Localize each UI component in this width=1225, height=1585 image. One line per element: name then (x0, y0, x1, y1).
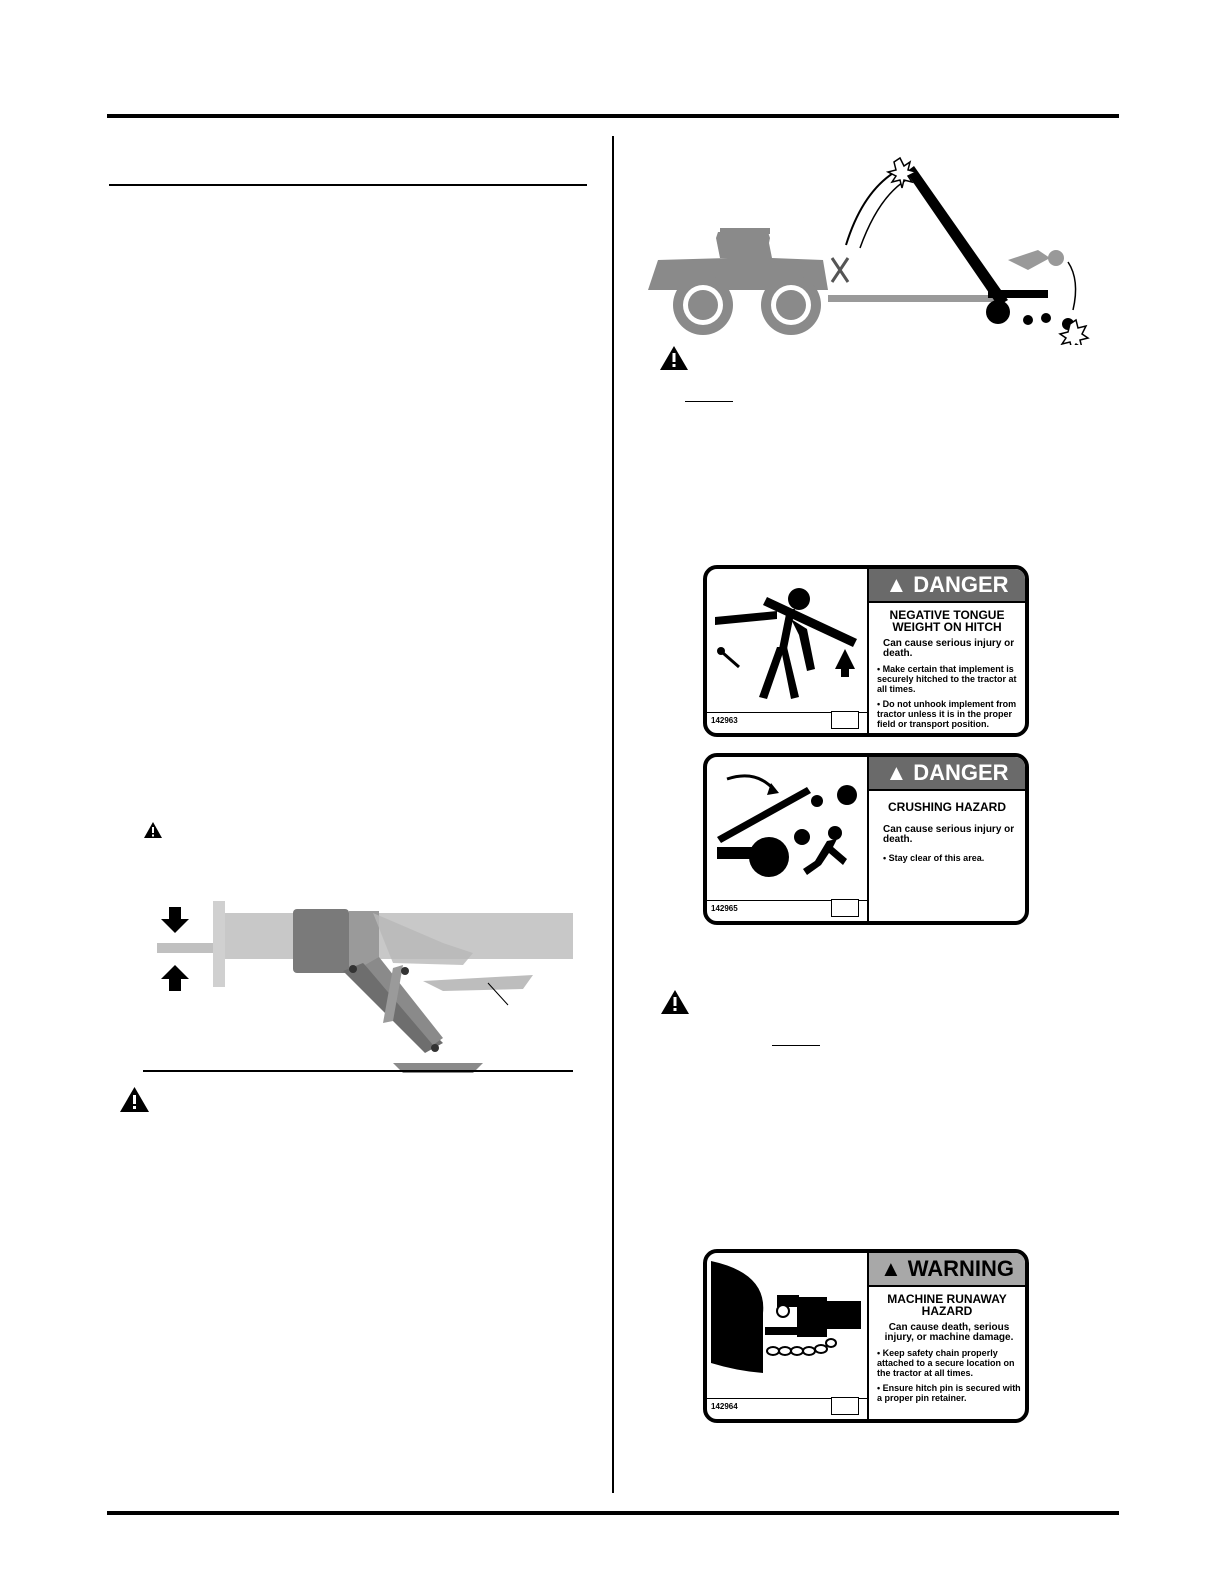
decal-pictogram: 142965 (707, 757, 869, 921)
decal-part-number: 142964 (711, 1402, 738, 1411)
decal-hazard-title: CRUSHING HAZARD (888, 800, 1006, 814)
decal-signal-band: ▲ DANGER (869, 569, 1025, 603)
decal-part-number: 142965 (711, 904, 738, 913)
manual-reference-icon (831, 899, 859, 917)
manual-reference-icon (831, 1397, 859, 1415)
decal-bullet: • Do not unhook implement from tractor u… (877, 699, 1017, 729)
decal-signal-word: DANGER (913, 760, 1009, 785)
text-underline (772, 1045, 820, 1046)
footer-rule (107, 1511, 1119, 1515)
danger-decal-negative-tongue-weight: 142963 ▲ DANGER NEGATIVE TONGUE WEIGHT O… (703, 565, 1029, 737)
section-heading-rule (109, 184, 587, 186)
warning-triangle-icon: ▲ (885, 572, 908, 597)
decal-bullet: • Stay clear of this area. (883, 853, 985, 863)
decal-bullet: • Keep safety chain properly attached to… (877, 1348, 1015, 1378)
decal-hazard-title: NEGATIVE TONGUE WEIGHT ON HITCH (889, 608, 1005, 634)
decal-signal-band: ▲ WARNING (869, 1253, 1025, 1287)
decal-bullet: • Make certain that implement is securel… (877, 664, 1017, 694)
decal-signal-word: WARNING (907, 1256, 1015, 1281)
up-arrow-icon (161, 965, 189, 991)
warning-triangle-icon: ▲ (885, 760, 908, 785)
decal-consequence: Can cause serious injury or death. (883, 824, 1015, 845)
warning-triangle-icon (659, 345, 689, 371)
warning-triangle-icon: ▲ (879, 1256, 902, 1281)
text-underline (685, 401, 733, 402)
header-rule (107, 114, 1119, 118)
jack-stand-illustration (143, 893, 573, 1078)
warning-triangle-icon (660, 989, 690, 1015)
down-arrow-icon (161, 907, 189, 933)
decal-part-number: 142963 (711, 716, 738, 725)
warning-decal-machine-runaway: 142964 ▲ WARNING MACHINE RUNAWAY HAZARD … (703, 1249, 1029, 1423)
decal-pictogram: 142964 (707, 1253, 869, 1419)
decal-consequence: Can cause death, serious injury, or mach… (884, 1322, 1014, 1343)
tractor-implement-tipover-illustration (648, 150, 1093, 352)
decal-consequence: Can cause serious injury or death. (883, 638, 1015, 659)
column-divider (612, 136, 614, 1493)
warning-triangle-icon (143, 821, 163, 839)
decal-signal-band: ▲ DANGER (869, 757, 1025, 791)
manual-reference-icon (831, 711, 859, 729)
decal-bullet: • Ensure hitch pin is secured with a pro… (877, 1383, 1021, 1403)
decal-signal-word: DANGER (913, 572, 1009, 597)
decal-pictogram: 142963 (707, 569, 869, 733)
danger-decal-crushing-hazard: 142965 ▲ DANGER CRUSHING HAZARD Can caus… (703, 753, 1029, 925)
decal-hazard-title: MACHINE RUNAWAY HAZARD (887, 1292, 1007, 1318)
warning-triangle-icon (119, 1086, 150, 1113)
